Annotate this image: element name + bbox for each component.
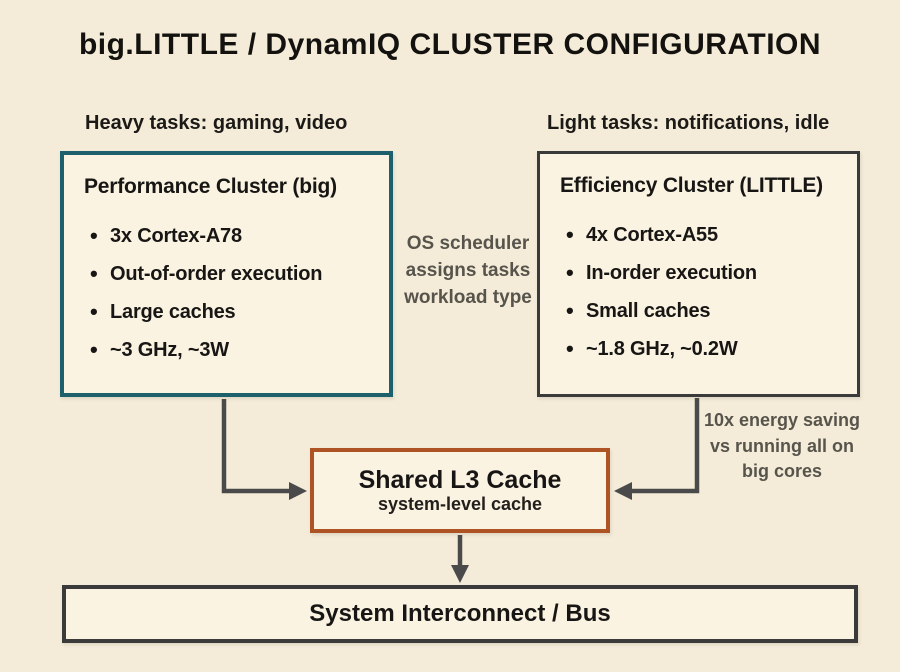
system-bus-title: System Interconnect / Bus: [309, 600, 611, 627]
little-to-l3-arrow: [614, 398, 700, 500]
bullet-item: 4x Cortex-A55: [560, 216, 839, 254]
light-tasks-label: Light tasks: notifications, idle: [547, 112, 830, 134]
bullet-item: Out-of-order execution: [84, 255, 371, 293]
page-title: big.LITTLE / DynamIQ CLUSTER CONFIGURATI…: [78, 28, 822, 61]
note-line: workload type: [404, 286, 532, 308]
efficiency-cluster-bullets: 4x Cortex-A55 In-order execution Small c…: [560, 216, 839, 368]
performance-cluster-title: Performance Cluster (big): [84, 175, 337, 198]
l3-cache-title: Shared L3 Cache: [358, 465, 562, 494]
bullet-item: Large caches: [84, 293, 371, 331]
energy-saving-note: 10x energy saving vs running all on big …: [693, 408, 871, 485]
bullet-item: 3x Cortex-A78: [84, 217, 371, 255]
efficiency-cluster-box: Efficiency Cluster (LITTLE) 4x Cortex-A5…: [537, 151, 860, 397]
note-line: big cores: [741, 461, 823, 482]
efficiency-cluster-title: Efficiency Cluster (LITTLE): [560, 174, 823, 197]
performance-cluster-bullets: 3x Cortex-A78 Out-of-order execution Lar…: [84, 217, 371, 369]
note-line: assigns tasks: [405, 259, 531, 281]
bullet-item: ~3 GHz, ~3W: [84, 331, 371, 369]
system-bus-box: System Interconnect / Bus: [62, 585, 858, 643]
bullet-item: Small caches: [560, 292, 839, 330]
os-scheduler-note: OS scheduler assigns tasks workload type: [388, 231, 548, 312]
shared-l3-cache-box: Shared L3 Cache system-level cache: [310, 448, 610, 533]
bullet-item: ~1.8 GHz, ~0.2W: [560, 330, 839, 368]
l3-cache-subtitle: system-level cache: [377, 494, 543, 515]
big-to-l3-arrow: [221, 399, 307, 500]
l3-to-bus-arrow: [451, 535, 469, 583]
performance-cluster-box: Performance Cluster (big) 3x Cortex-A78 …: [60, 151, 393, 397]
heavy-tasks-label: Heavy tasks: gaming, video: [85, 112, 348, 134]
bullet-item: In-order execution: [560, 254, 839, 292]
note-line: OS scheduler: [406, 233, 530, 254]
note-line: 10x energy saving: [703, 410, 861, 430]
note-line: vs running all on: [709, 435, 854, 456]
